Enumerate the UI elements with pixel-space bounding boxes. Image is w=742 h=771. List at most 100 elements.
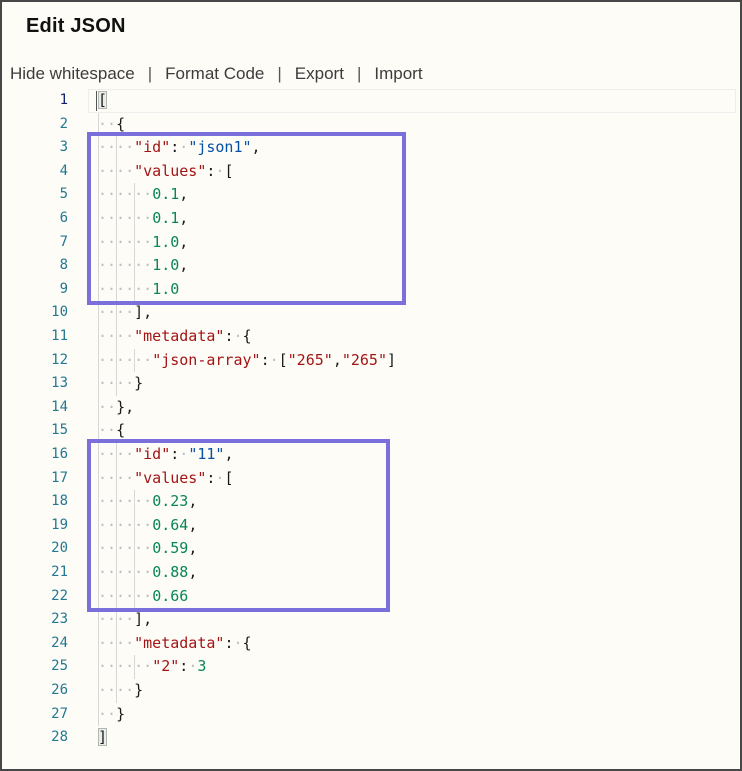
code-line[interactable]: ····"metadata":·{ [98, 631, 252, 656]
indent-guide [116, 466, 118, 491]
code-line[interactable]: ······1.0, [98, 230, 188, 255]
code-line[interactable]: ····"id":·"11", [98, 443, 233, 467]
code-line[interactable]: ··{ [98, 419, 125, 443]
code-line[interactable]: ······0.64, [98, 513, 198, 538]
code-line[interactable]: ··} [98, 702, 125, 727]
code-line[interactable]: ······"json-array":·["265","265"] [98, 348, 397, 373]
line-number[interactable]: 10 [51, 304, 68, 321]
code-line[interactable]: ] [98, 726, 108, 750]
indent-guide [98, 679, 99, 703]
indent-guide [134, 490, 136, 514]
line-number[interactable]: 25 [51, 658, 68, 675]
indent-guide [116, 608, 118, 632]
code-line[interactable]: ····"values":·[ [98, 159, 233, 184]
code-line[interactable]: ······0.66 [98, 584, 189, 609]
line-number[interactable]: 13 [51, 375, 68, 392]
code-token: "11" [188, 445, 225, 463]
code-token: , [188, 515, 198, 534]
line-number[interactable]: 2 [59, 115, 68, 132]
line-number[interactable]: 20 [51, 540, 68, 557]
code-token: 0.66 [152, 586, 189, 605]
code-line[interactable]: ····"metadata":·{ [98, 325, 252, 349]
code-token: "metadata" [134, 633, 225, 652]
code-line[interactable]: ······1.0, [98, 254, 188, 278]
whitespace-dots: ·· [98, 114, 117, 133]
indent-guide [98, 159, 99, 184]
line-number[interactable]: 14 [51, 398, 68, 415]
line-number[interactable]: 12 [51, 351, 68, 368]
code-line[interactable]: ····} [98, 679, 143, 703]
code-line[interactable]: ······"2":·3 [98, 655, 206, 679]
line-number[interactable]: 3 [59, 139, 68, 156]
code-line[interactable]: ······0.88, [98, 561, 197, 585]
hide-whitespace-button[interactable]: Hide whitespace [10, 64, 135, 83]
indent-guide [98, 702, 99, 727]
code-token: 0.88 [152, 563, 189, 581]
code-line[interactable]: ······0.59, [98, 537, 197, 561]
line-number[interactable]: 18 [51, 493, 68, 510]
code-line[interactable]: [ [98, 89, 108, 113]
line-number[interactable]: 6 [59, 210, 68, 226]
line-number[interactable]: 26 [51, 682, 68, 698]
line-number[interactable]: 1 [59, 92, 68, 108]
line-number[interactable]: 8 [59, 257, 68, 274]
format-code-button[interactable]: Format Code [165, 64, 265, 83]
line-number[interactable]: 22 [51, 587, 68, 604]
code-token: [ [224, 468, 234, 487]
code-line[interactable]: ····} [98, 372, 143, 396]
code-token: "id" [134, 445, 171, 463]
indent-guide [134, 230, 136, 255]
code-token: 0.1 [152, 185, 180, 204]
indent-guide [98, 537, 99, 561]
whitespace-dots: ······ [98, 563, 153, 581]
whitespace-dots: ·· [98, 704, 117, 723]
code-token: ] [387, 350, 397, 369]
line-number[interactable]: 5 [59, 186, 68, 203]
line-number[interactable]: 21 [51, 564, 68, 580]
code-token: · [215, 161, 225, 180]
indent-guide [98, 325, 99, 349]
line-number[interactable]: 15 [51, 422, 68, 439]
line-number[interactable]: 28 [51, 729, 68, 746]
code-line[interactable]: ····"id":·"json1", [98, 136, 261, 160]
code-line[interactable]: ··{ [98, 112, 126, 137]
code-line[interactable]: ····], [98, 301, 152, 325]
code-line[interactable]: ······1.0 [98, 277, 179, 302]
line-number[interactable]: 9 [59, 280, 68, 297]
code-token: { [116, 114, 126, 133]
line-number[interactable]: 19 [51, 516, 68, 533]
code-line[interactable]: ··}, [98, 395, 135, 420]
indent-guide [98, 561, 99, 585]
code-line[interactable]: ······0.1, [98, 183, 188, 207]
indent-guide [98, 277, 99, 302]
indent-guide [116, 655, 118, 679]
page-title: Edit JSON [26, 15, 126, 37]
whitespace-dots: ······ [98, 185, 153, 204]
indent-guide [116, 513, 118, 538]
code-line[interactable]: ······0.1, [98, 207, 188, 231]
code-line[interactable]: ····"values":·[ [98, 466, 234, 491]
import-button[interactable]: Import [374, 64, 423, 83]
code-line[interactable]: ····], [98, 608, 152, 632]
line-number[interactable]: 23 [51, 611, 68, 628]
code-token: : [224, 633, 234, 652]
line-number[interactable]: 27 [51, 705, 68, 722]
line-number[interactable]: 11 [51, 328, 68, 344]
line-number[interactable]: 17 [51, 469, 68, 486]
code-token: }, [116, 397, 135, 416]
code-token: , [188, 539, 198, 558]
code-line[interactable]: ······0.23, [98, 490, 197, 514]
line-number[interactable]: 24 [51, 634, 68, 651]
export-button[interactable]: Export [294, 64, 344, 83]
code-token: : [179, 657, 189, 676]
code-token: "json-array" [152, 350, 261, 369]
indent-guide [98, 608, 99, 632]
code-token: : [170, 138, 180, 157]
line-number[interactable]: 7 [59, 233, 68, 250]
code-token: · [233, 327, 243, 345]
line-number[interactable]: 16 [51, 446, 68, 462]
indent-guide [98, 466, 99, 491]
line-number[interactable]: 4 [59, 162, 68, 179]
indent-guide [98, 136, 99, 160]
